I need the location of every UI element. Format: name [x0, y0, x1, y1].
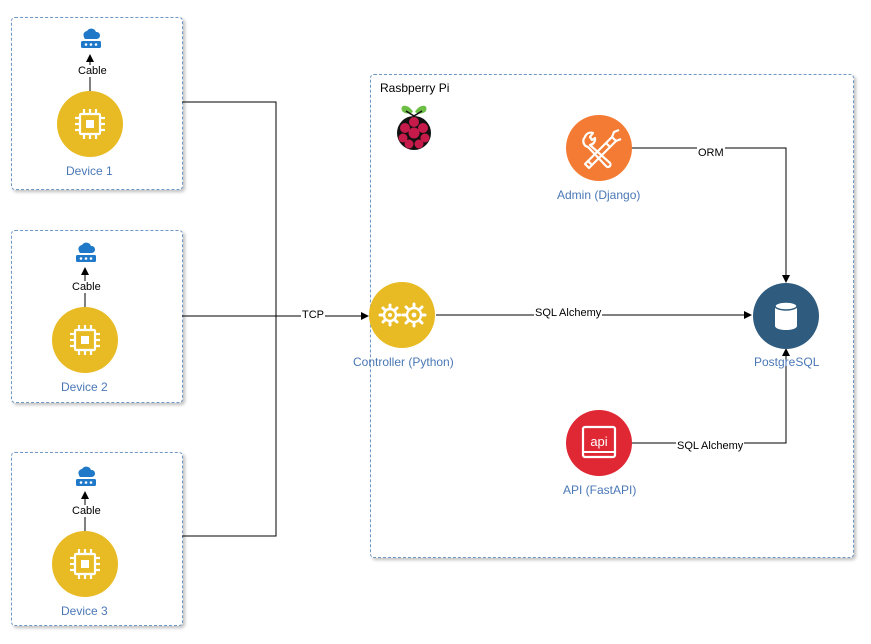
chip-icon	[52, 307, 118, 373]
chip-icon	[57, 91, 123, 157]
device-3-label: Device 3	[61, 604, 108, 618]
raspberry-pi-title: Rasbperry Pi	[380, 81, 450, 95]
cloud-sensor-icon	[81, 28, 101, 48]
api-icon: api	[566, 410, 632, 476]
raspberry-pi-logo	[397, 105, 431, 150]
tcp-line-1	[182, 101, 277, 316]
postgresql-label: PostgreSQL	[754, 355, 820, 369]
cloud-sensor-icon	[76, 466, 96, 486]
tcp-line-3	[182, 316, 277, 537]
controller-label: Controller (Python)	[353, 355, 454, 369]
chip-icon	[52, 531, 118, 597]
cable-label-1: Cable	[77, 65, 108, 77]
database-icon	[753, 283, 819, 349]
tools-icon	[566, 115, 632, 181]
cable-label-3: Cable	[71, 505, 102, 517]
device-2-label: Device 2	[61, 380, 108, 394]
tcp-label: TCP	[301, 309, 325, 321]
cloud-sensor-icon	[76, 242, 96, 262]
sqlalchemy-api-label: SQL Alchemy	[676, 440, 745, 452]
device-1-label: Device 1	[66, 164, 113, 178]
api-icon-text: api	[590, 434, 607, 449]
sqlalchemy-controller-label: SQL Alchemy	[534, 307, 603, 319]
api-label: API (FastAPI)	[563, 483, 637, 497]
orm-label: ORM	[697, 147, 725, 159]
cable-label-2: Cable	[71, 281, 102, 293]
orm-line	[632, 147, 790, 283]
admin-label: Admin (Django)	[557, 188, 641, 202]
gears-icon	[369, 282, 435, 348]
